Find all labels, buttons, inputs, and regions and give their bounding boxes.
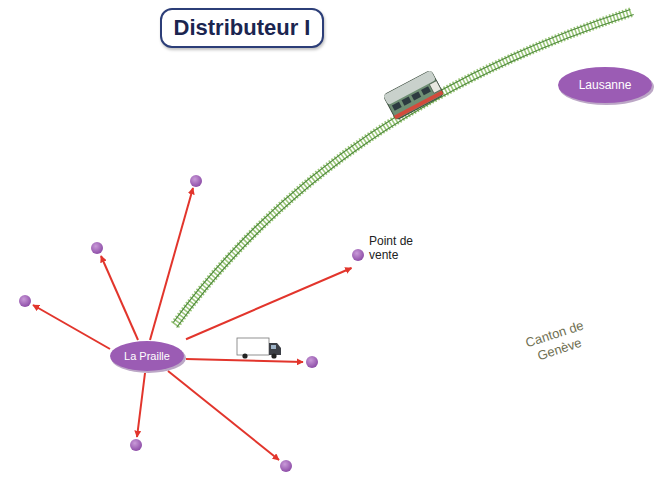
region-outline xyxy=(2,160,598,490)
canton-region: Canton de Genève La Praille Point de vente xyxy=(2,160,598,490)
delivery-arrow xyxy=(150,188,193,340)
delivery-arrow xyxy=(168,371,279,460)
train-stripe xyxy=(394,90,444,119)
point-of-sale: Point de vente xyxy=(351,234,431,268)
truck xyxy=(237,338,281,359)
rail-ties xyxy=(175,12,632,325)
node-label: Lausanne xyxy=(579,78,632,92)
point-dot-shape xyxy=(351,234,365,268)
node-label: Canton de Genève xyxy=(517,315,597,368)
node-label: La Praille xyxy=(124,350,170,362)
delivery-arrow xyxy=(186,268,351,339)
truck-wheel xyxy=(271,353,276,358)
delivery-arrow xyxy=(33,305,110,349)
train xyxy=(383,70,444,120)
train-front xyxy=(429,81,441,94)
rail xyxy=(177,15,634,328)
delivery-arrow xyxy=(186,359,303,362)
point-dot xyxy=(306,356,318,368)
title-box: Distributeur I xyxy=(160,8,325,48)
truck-window xyxy=(271,345,276,349)
point-dot xyxy=(91,242,103,254)
point-dot xyxy=(190,175,202,187)
region-rim xyxy=(5,164,601,493)
region-fill xyxy=(2,160,598,490)
railway xyxy=(173,10,633,328)
point-dot xyxy=(280,460,292,472)
delivery-arrow xyxy=(101,256,138,340)
train-window xyxy=(411,91,421,100)
train-body xyxy=(383,70,444,120)
truck-cab xyxy=(269,343,281,355)
ellipse-fill xyxy=(558,67,652,103)
train-window xyxy=(402,97,412,106)
node-label: Point de vente xyxy=(369,234,429,263)
points-of-sale xyxy=(19,175,318,472)
train-window xyxy=(421,86,431,95)
rail xyxy=(173,10,630,323)
point-dot xyxy=(19,295,31,307)
train-window xyxy=(392,102,402,111)
truck-wheel xyxy=(242,353,247,358)
delivery-arrow xyxy=(137,373,145,437)
hub-ellipse: La Praille xyxy=(108,339,186,373)
ellipse-fill xyxy=(110,341,184,371)
delivery-arrows xyxy=(33,188,303,460)
city-ellipse: Lausanne xyxy=(556,65,654,105)
truck-box xyxy=(237,338,269,355)
point-dot xyxy=(130,439,142,451)
title: Distributeur I xyxy=(174,15,311,41)
point-dot xyxy=(352,249,364,261)
